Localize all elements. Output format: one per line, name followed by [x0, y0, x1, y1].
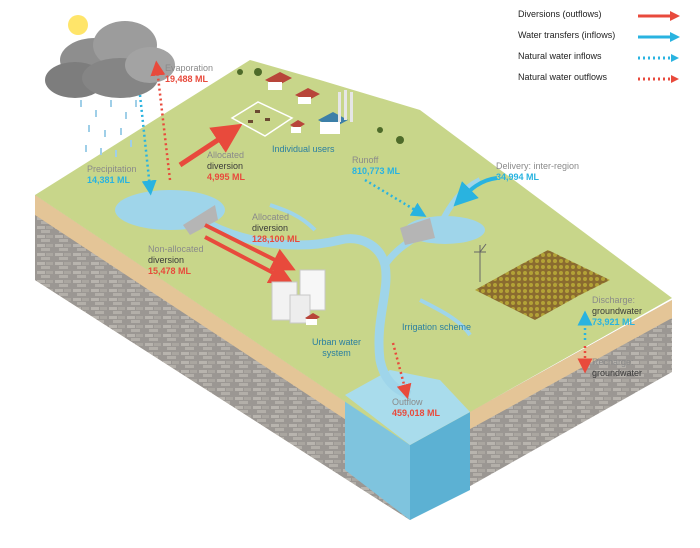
precipitation-value: 14,381 ML — [87, 175, 131, 185]
legend-label-natural-outflows: Natural water outflows — [518, 72, 608, 82]
runoff-label: Runoff 810,773 ML — [352, 155, 400, 177]
discharge-label: Discharge: groundwater 73,921 ML — [592, 295, 642, 328]
irrigation-field — [475, 265, 580, 320]
runoff-value: 810,773 ML — [352, 166, 401, 176]
legend-diversions: Diversions (outflows) — [518, 9, 602, 19]
outflow-arrow — [391, 342, 412, 400]
inter-region-delivery-arrow — [453, 176, 498, 207]
discharge-line2: groundwater — [592, 306, 643, 316]
legend-natural-outflows-icon — [638, 75, 679, 83]
non-allocated-line2: diversion — [148, 255, 185, 265]
legend-natural-outflows: Natural water outflows — [518, 72, 607, 82]
cloud-icon — [45, 21, 175, 98]
legend-label-transfers: Water transfers (inflows) — [518, 30, 616, 40]
legend-transfers: Water transfers (inflows) — [518, 30, 615, 40]
allocated-diversion-1-label: Allocated diversion 4,995 ML — [207, 150, 245, 183]
left-rock-face — [35, 215, 410, 520]
delivery-label: Delivery: inter-region 34,994 ML — [496, 161, 579, 183]
outflow-water-face — [345, 395, 410, 520]
runoff-arrow — [364, 178, 427, 217]
urban-water-label: Urban water system — [312, 337, 361, 359]
recharge-line1: Recharge: — [592, 357, 634, 367]
evaporation-arrow — [150, 60, 172, 181]
factory-icon — [318, 90, 353, 134]
precipitation-label: Precipitation 14,381 ML — [87, 164, 137, 186]
delivery-value: 34,994 ML — [496, 172, 540, 182]
precipitation-arrow — [138, 94, 157, 196]
legend-diversions-icon — [638, 11, 680, 21]
allocated-diversion-arrow-2 — [204, 223, 296, 271]
non-allocated-diversion-arrow — [204, 235, 294, 284]
allocated-2-line2: diversion — [252, 223, 289, 233]
legend-natural-inflows: Natural water inflows — [518, 51, 602, 61]
evaporation-name: Evaporation — [165, 63, 214, 73]
non-allocated-line1: Non-allocated — [148, 244, 204, 254]
left-topsoil — [35, 195, 410, 462]
allocated-2-line1: Allocated — [252, 212, 290, 222]
tree-icon — [237, 68, 404, 144]
urban-line1: Urban water — [312, 337, 362, 347]
urban-line2: system — [322, 348, 351, 358]
non-allocated-value: 15,478 ML — [148, 266, 192, 276]
cow-icon — [248, 110, 270, 123]
legend-label-natural-inflows: Natural water inflows — [518, 51, 602, 61]
discharge-line1: Discharge: — [592, 295, 636, 305]
rain-icon — [80, 100, 137, 157]
legend-natural-inflows-icon — [638, 54, 679, 62]
recharge-label: Recharge: groundwater — [592, 357, 642, 379]
right-topsoil — [410, 300, 672, 462]
allocated-1-value: 4,995 ML — [207, 172, 246, 182]
delivery-name: Delivery: inter-region — [496, 161, 580, 171]
allocated-1-line1: Allocated — [207, 150, 245, 160]
allocated-diversion-2-label: Allocated diversion 128,100 ML — [252, 212, 300, 245]
runoff-name: Runoff — [352, 155, 379, 165]
farmhouse-icon — [265, 72, 320, 133]
allocated-diversion-arrow-1 — [178, 123, 243, 168]
outflow-label: Outflow 459,018 ML — [392, 397, 440, 419]
windmill-icon — [474, 243, 487, 282]
individual-users-label: Individual users — [272, 144, 335, 154]
right-rock-face — [410, 300, 672, 520]
legend-transfers-icon — [638, 32, 680, 42]
precipitation-name: Precipitation — [87, 164, 137, 174]
evaporation-label: Evaporation 19,488 ML — [165, 63, 213, 85]
allocated-1-line2: diversion — [207, 161, 244, 171]
paddock — [230, 101, 294, 137]
discharge-value: 73,921 ML — [592, 317, 636, 327]
recharge-line2: groundwater — [592, 368, 643, 378]
non-allocated-diversion-label: Non-allocated diversion 15,478 ML — [148, 244, 204, 277]
sun-icon — [68, 15, 88, 35]
evaporation-value: 19,488 ML — [165, 74, 209, 84]
legend-label-diversions: Diversions (outflows) — [518, 9, 602, 19]
outflow-value: 459,018 ML — [392, 408, 441, 418]
allocated-2-value: 128,100 ML — [252, 234, 301, 244]
irrigation-scheme-label: Irrigation scheme — [402, 322, 472, 332]
urban-buildings-icon — [271, 269, 326, 325]
outflow-name: Outflow — [392, 397, 423, 407]
